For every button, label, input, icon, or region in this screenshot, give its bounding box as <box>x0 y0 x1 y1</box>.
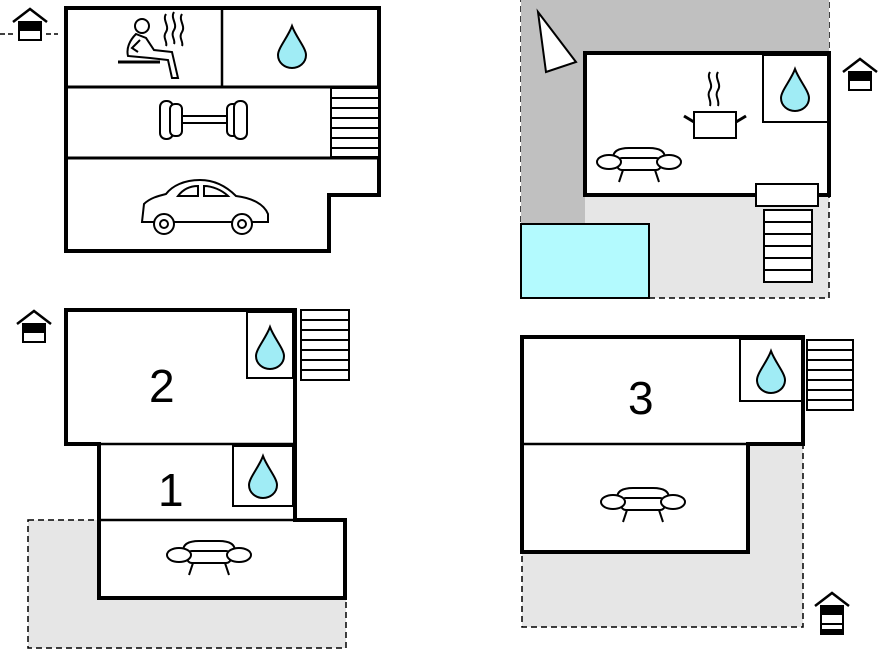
north-arrow-icon <box>536 8 578 74</box>
basement-floor <box>0 6 381 253</box>
house-entrance-icon <box>813 591 851 635</box>
sauna-icon <box>118 11 185 79</box>
staircase-icon <box>300 309 350 381</box>
garage-car-icon <box>140 178 269 235</box>
staircase-icon <box>755 183 819 283</box>
house-entrance-icon <box>15 309 53 344</box>
apartments-1-2-floor: 2 1 <box>15 308 350 649</box>
room-number-2: 2 <box>149 360 175 412</box>
staircase-icon <box>806 339 854 411</box>
ground-floor-with-pool <box>520 0 879 299</box>
house-entrance-icon <box>841 57 879 92</box>
fitness-dumbbell-icon <box>159 100 248 140</box>
apartment-3-floor: 3 <box>520 335 854 635</box>
kitchen-pot-icon <box>683 71 747 139</box>
room-number-1: 1 <box>158 464 184 516</box>
pool-icon <box>520 223 650 299</box>
room-number-3: 3 <box>628 372 654 424</box>
staircase-icon <box>330 87 380 158</box>
house-entrance-icon <box>0 7 58 42</box>
